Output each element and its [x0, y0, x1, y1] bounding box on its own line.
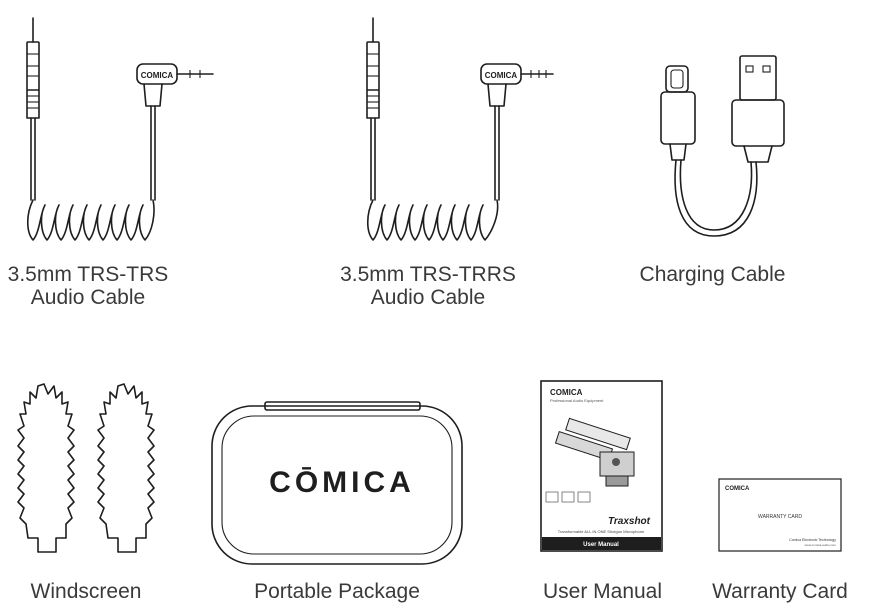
manual-subtitle: Transformable ALL IN ONE Shotgun Microph…	[558, 529, 645, 534]
warranty-card-label: Warranty Card	[700, 580, 860, 603]
card-logo: COMICA	[725, 486, 750, 492]
label-line1: 3.5mm TRS-TRRS	[340, 263, 516, 286]
user-manual-label: User Manual	[525, 580, 680, 603]
label-text: Portable Package	[254, 580, 420, 603]
manual-logo: COMICA	[550, 388, 583, 397]
manual-product: Traxshot	[608, 516, 651, 527]
label-text: Warranty Card	[712, 580, 848, 603]
case-logo: CŌMICA	[269, 466, 415, 499]
label-text: Windscreen	[30, 580, 142, 603]
windscreen-label: Windscreen	[10, 580, 162, 603]
trs-trs-cable-label: 3.5mm TRS-TRS Audio Cable	[0, 263, 176, 309]
plug-logo: COMICA	[141, 71, 174, 80]
label-line2: Audio Cable	[30, 286, 146, 309]
label-text: Charging Cable	[639, 263, 786, 286]
manual-footer: User Manual	[583, 542, 619, 548]
card-title: WARRANTY CARD	[758, 514, 802, 520]
charging-cable-label: Charging Cable	[620, 263, 805, 286]
portable-package-label: Portable Package	[232, 580, 442, 603]
manual-tagline: Professional Audio Equipment	[550, 398, 604, 403]
card-company-line2: www.comica-audio.com	[804, 543, 836, 547]
label-line1: 3.5mm TRS-TRS	[7, 263, 169, 286]
trs-trrs-cable-label: 3.5mm TRS-TRRS Audio Cable	[330, 263, 526, 309]
plug-logo: COMICA	[485, 71, 518, 80]
label-line2: Audio Cable	[370, 286, 486, 309]
card-company: Comica Electronic Technology	[789, 538, 836, 542]
label-text: User Manual	[542, 580, 663, 603]
